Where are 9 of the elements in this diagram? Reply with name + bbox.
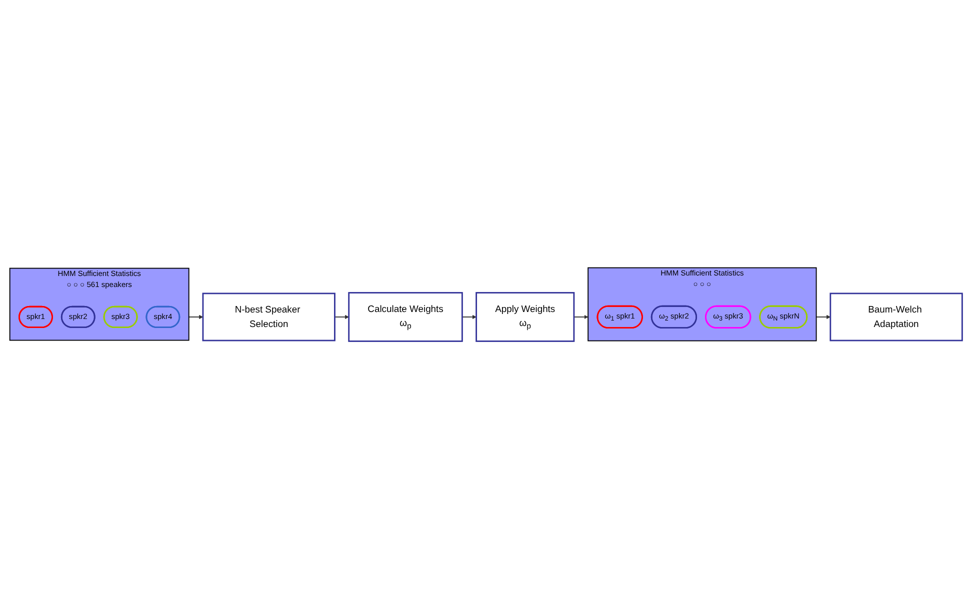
arrow (188, 314, 204, 319)
node-box: N-best Speaker Selection (202, 292, 336, 341)
arrow (462, 314, 476, 319)
node-box: Baum-Welch Adaptation (830, 292, 963, 341)
node-box: Apply Weights ω$_{p}$ (476, 292, 575, 342)
arrow (816, 314, 831, 319)
arrow (573, 314, 588, 319)
arrow (334, 314, 350, 319)
node-box: Calculate Weights ω$_{p}$ (348, 292, 463, 342)
